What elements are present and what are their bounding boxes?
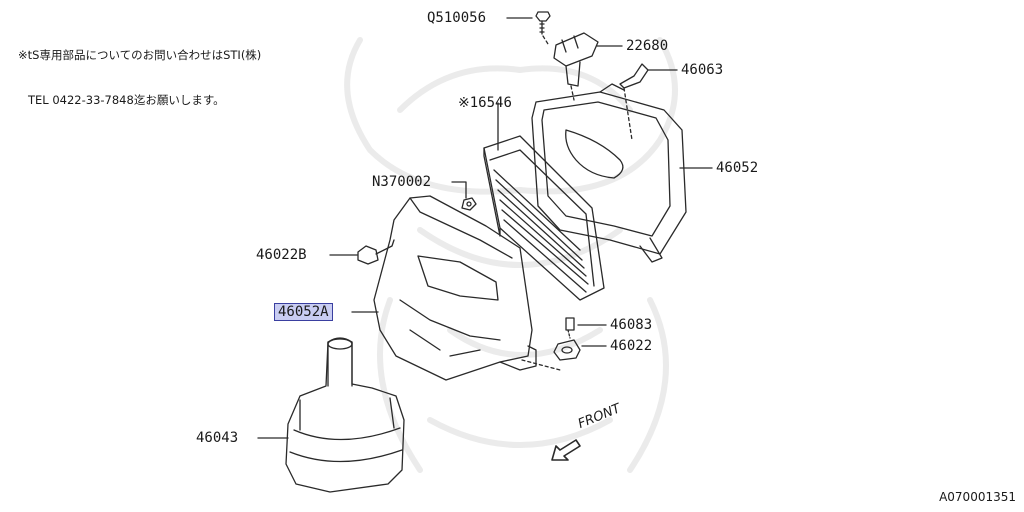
filter-element-16546 bbox=[483, 135, 605, 301]
part-label-46043[interactable]: 46043 bbox=[196, 430, 239, 446]
part-label-22680[interactable]: 22680 bbox=[626, 38, 669, 54]
pin-46083 bbox=[565, 317, 575, 339]
part-label-q510056[interactable]: Q510056 bbox=[427, 10, 487, 26]
document-id: A070001351 bbox=[939, 490, 1016, 504]
contact-note: ※tS専用部品についてのお問い合わせはSTI(株) TEL 0422-33-78… bbox=[18, 18, 261, 123]
bolt-q510056 bbox=[535, 11, 551, 45]
part-label-46083[interactable]: 46083 bbox=[610, 317, 653, 333]
sensor-22680 bbox=[553, 32, 599, 101]
grommet-46022 bbox=[553, 339, 581, 361]
contact-note-line-1: ※tS専用部品についてのお問い合わせはSTI(株) bbox=[18, 48, 262, 62]
part-label-16546[interactable]: ※16546 bbox=[458, 95, 512, 111]
front-arrow-icon bbox=[551, 439, 581, 461]
leader-lines bbox=[257, 17, 713, 439]
nut-n370002 bbox=[461, 197, 477, 211]
part-label-46052a-highlighted[interactable]: 46052A bbox=[274, 303, 333, 321]
part-label-46063[interactable]: 46063 bbox=[681, 62, 724, 78]
upper-case-46052 bbox=[531, 83, 687, 263]
hose-46063 bbox=[619, 63, 649, 141]
part-label-46022[interactable]: 46022 bbox=[610, 338, 653, 354]
part-label-n370002[interactable]: N370002 bbox=[372, 174, 432, 190]
part-label-46052[interactable]: 46052 bbox=[716, 160, 759, 176]
resonator-46043 bbox=[285, 337, 405, 493]
lower-case-46052a bbox=[373, 195, 561, 381]
part-label-46022b[interactable]: 46022B bbox=[256, 247, 307, 263]
contact-note-line-2: TEL 0422-33-7848迄お願いします。 bbox=[28, 93, 225, 107]
clip-46022b bbox=[357, 239, 395, 265]
